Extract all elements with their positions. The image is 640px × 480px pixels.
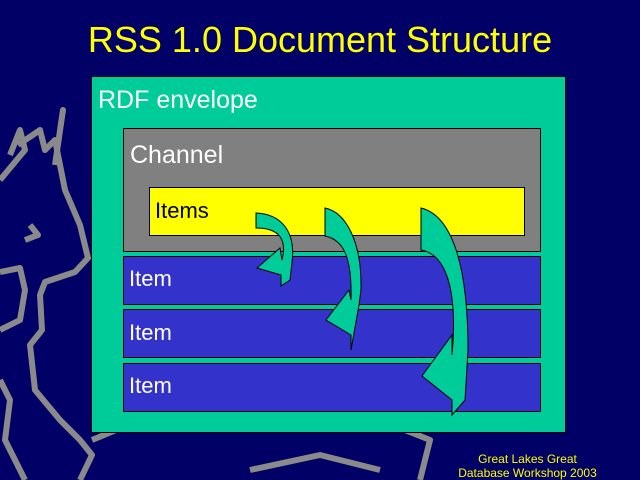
arrow-icon-2 <box>324 207 362 351</box>
arrow-icon-3 <box>420 207 469 417</box>
footer-line-1: Great Lakes Great <box>478 452 577 466</box>
item-box-2 <box>123 309 541 358</box>
item-box-1 <box>123 256 541 305</box>
item-box-3 <box>123 363 541 412</box>
arrow-icon-1 <box>255 212 294 287</box>
footer-line-2: Database Workshop 2003 <box>458 466 597 480</box>
footer-credit: Great Lakes Great Database Workshop 2003 <box>440 452 615 480</box>
item-label-1: Item <box>129 266 172 291</box>
slide-title: RSS 1.0 Document Structure <box>87 19 553 60</box>
item-label-2: Item <box>129 320 172 345</box>
items-label: Items <box>155 198 209 223</box>
channel-label: Channel <box>130 141 224 169</box>
item-label-3: Item <box>129 373 172 398</box>
rdf-envelope-label: RDF envelope <box>98 86 258 114</box>
